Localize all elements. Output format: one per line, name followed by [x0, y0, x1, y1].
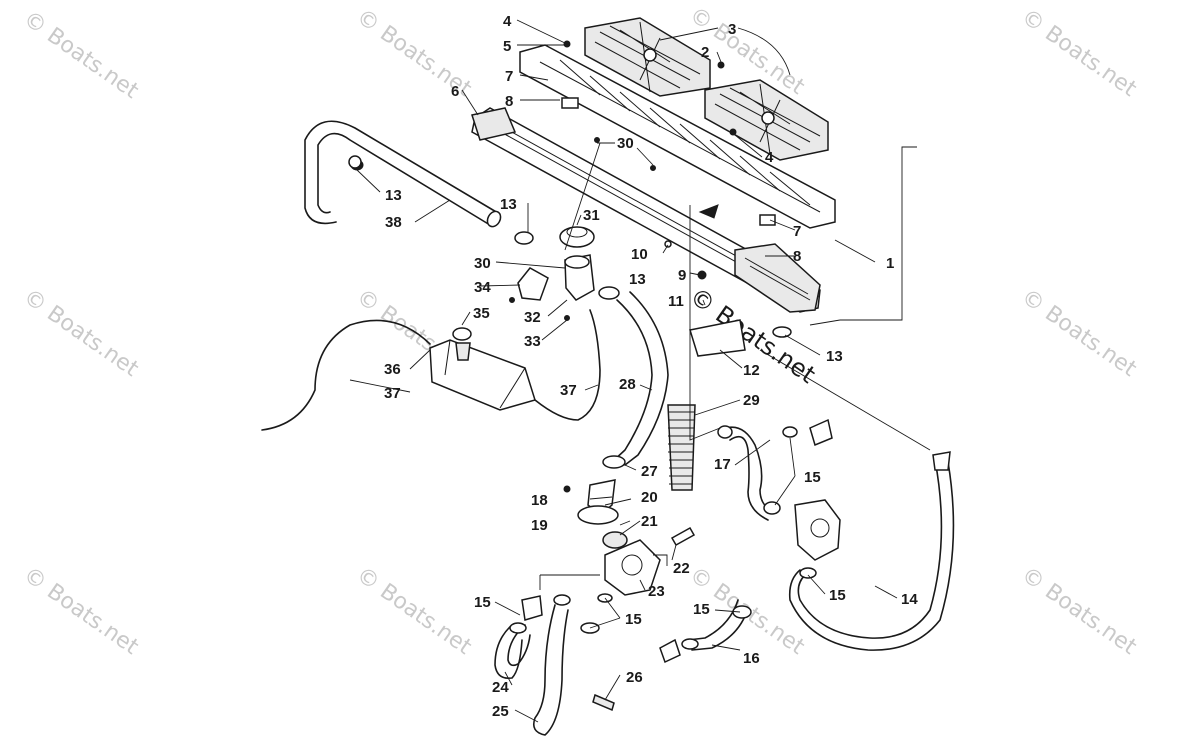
- radiator: [471, 107, 821, 313]
- filler-neck: [559, 226, 595, 301]
- callout-3: 3: [728, 21, 736, 38]
- leader-lines: [349, 19, 931, 723]
- direction-arrow-icon: [698, 204, 719, 219]
- callout-9: 9: [678, 267, 686, 284]
- callout-23: 23: [648, 583, 665, 600]
- hose-27: [602, 455, 626, 469]
- callout-8: 8: [793, 248, 801, 265]
- callout-15: 15: [625, 611, 642, 628]
- callout-25: 25: [492, 703, 509, 720]
- callout-36: 36: [384, 361, 401, 378]
- callout-17: 17: [714, 456, 731, 473]
- callout-labels: 1 2 3 4 4 5 6 7 7 8 8 9 10 11 12 13 13 1…: [384, 13, 918, 720]
- callout-19: 19: [531, 517, 548, 534]
- callout-11: 11: [668, 293, 684, 310]
- thermostat-housing: [577, 479, 628, 549]
- callout-24: 24: [492, 679, 509, 696]
- callout-14: 14: [901, 591, 918, 608]
- callout-5: 5: [503, 38, 511, 55]
- callout-15: 15: [829, 587, 846, 604]
- upper-hose: [304, 120, 502, 228]
- callout-2: 2: [701, 44, 709, 61]
- callout-15: 15: [693, 601, 710, 618]
- callout-35: 35: [473, 305, 490, 322]
- watermark: © Boats.net: [1017, 562, 1142, 660]
- callout-10: 10: [631, 246, 648, 263]
- callout-7: 7: [505, 68, 513, 85]
- callout-32: 32: [524, 309, 541, 326]
- callout-12: 12: [743, 362, 760, 379]
- callout-13: 13: [500, 196, 517, 213]
- bracket: [517, 267, 549, 301]
- callout-21: 21: [641, 513, 658, 530]
- radiator-fan-right: [704, 79, 829, 161]
- callout-27: 27: [641, 463, 658, 480]
- callout-4: 4: [503, 13, 512, 30]
- watermark: © Boats.net: [19, 6, 144, 104]
- callout-34: 34: [474, 279, 491, 296]
- callout-26: 26: [626, 669, 643, 686]
- callout-15: 15: [804, 469, 821, 486]
- callout-37: 37: [560, 382, 577, 399]
- callout-4: 4: [765, 149, 774, 166]
- hose-28: [611, 291, 669, 466]
- lower-left-hoses: [494, 593, 615, 736]
- callout-22: 22: [673, 560, 690, 577]
- callout-29: 29: [743, 392, 760, 409]
- callout-13: 13: [385, 187, 402, 204]
- watermark: © Boats.net: [352, 562, 477, 660]
- watermark: © Boats.net: [19, 562, 144, 660]
- corrugated-hose: [667, 404, 696, 491]
- callout-30: 30: [474, 255, 491, 272]
- callout-13: 13: [826, 348, 843, 365]
- callout-31: 31: [583, 207, 600, 224]
- callout-30: 30: [617, 135, 634, 152]
- callout-33: 33: [524, 333, 541, 350]
- callout-15: 15: [474, 594, 491, 611]
- callout-28: 28: [619, 376, 636, 393]
- callout-37: 37: [384, 385, 401, 402]
- watermark: © Boats.net: [1017, 284, 1142, 382]
- hose-clamps: [348, 155, 792, 338]
- callout-38: 38: [385, 214, 402, 231]
- watermark: © Boats.net: [19, 284, 144, 382]
- callout-8: 8: [505, 93, 513, 110]
- callout-6: 6: [451, 83, 459, 100]
- watermark: © Boats.net: [1017, 4, 1142, 102]
- callout-20: 20: [641, 489, 658, 506]
- callout-16: 16: [743, 650, 760, 667]
- water-pump-housing: [604, 526, 696, 596]
- overflow-hose: [261, 309, 601, 431]
- callout-13: 13: [629, 271, 646, 288]
- callout-7: 7: [793, 223, 801, 240]
- fasteners: [509, 40, 776, 493]
- radiator-fan-left: [584, 17, 711, 97]
- right-hose-assembly: [659, 418, 955, 664]
- callout-18: 18: [531, 492, 548, 509]
- callout-1: 1: [886, 255, 894, 272]
